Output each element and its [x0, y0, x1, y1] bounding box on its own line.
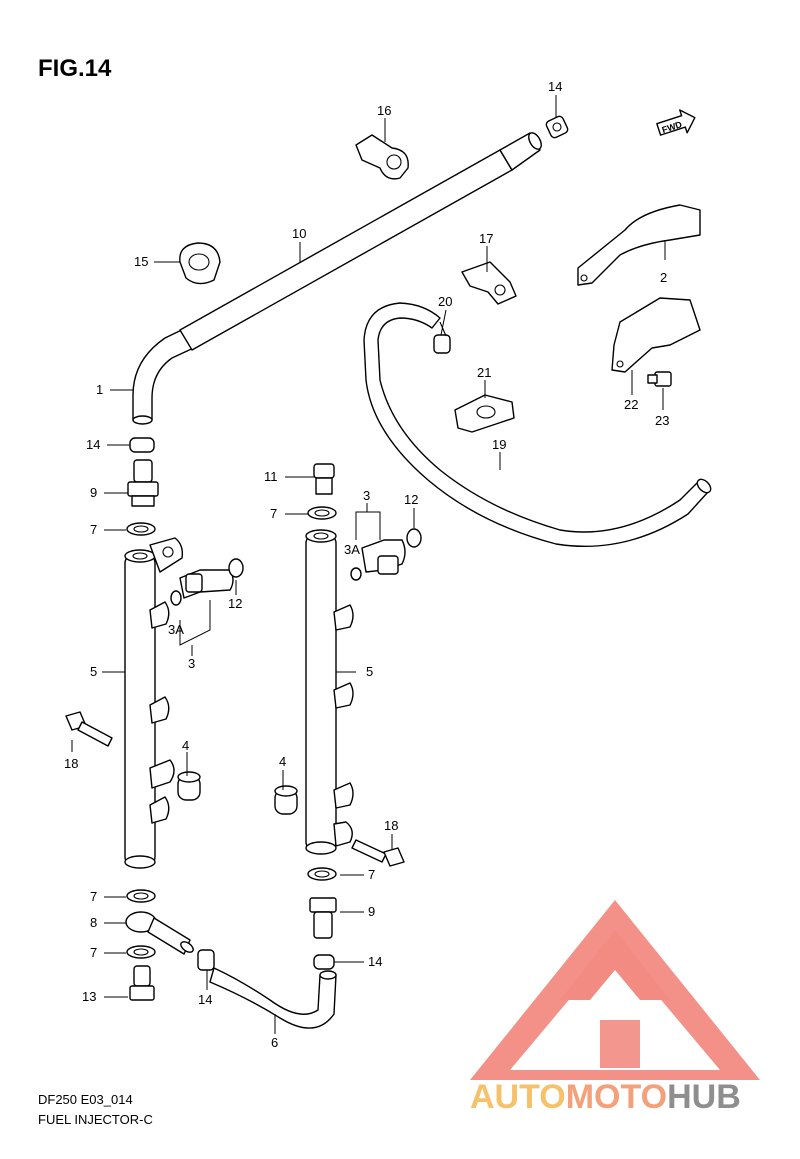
callout-11: 11	[264, 469, 278, 484]
part-9-union-right	[309, 897, 337, 939]
part-22-bracket	[611, 297, 701, 373]
callout-1: 1	[96, 382, 103, 397]
callout-13: 13	[82, 989, 96, 1004]
callout-9-left: 9	[90, 485, 97, 500]
callout-20: 20	[438, 294, 452, 309]
watermark-brand-auto: AUTO	[470, 1078, 566, 1116]
callout-7-e: 7	[368, 867, 375, 882]
part-7-gasket-a	[126, 522, 156, 536]
part-5-fuel-rail-right	[305, 529, 354, 855]
callout-4-right: 4	[279, 754, 286, 769]
part-14-hose-clip-left	[129, 437, 155, 453]
watermark-logo	[470, 900, 760, 1080]
part-18-bolt-left	[65, 711, 113, 747]
callout-12-left: 12	[228, 596, 242, 611]
part-19-return-hose	[363, 302, 712, 547]
part-14-hose-clip-right	[313, 954, 335, 970]
fwd-arrow-icon: FWD	[656, 109, 696, 136]
callout-12-right: 12	[404, 492, 418, 507]
callout-7-d: 7	[270, 506, 277, 521]
figure-title: FIG.14	[38, 55, 112, 82]
callout-9-right: 9	[368, 904, 375, 919]
part-14-hose-clip-bottom	[197, 949, 215, 971]
part-2-bracket	[577, 204, 701, 286]
callout-2: 2	[660, 270, 667, 285]
part-8-banjo-fitting	[125, 911, 194, 955]
part-12-cap-left	[228, 558, 244, 578]
callout-14-left: 14	[86, 437, 100, 452]
part-21-clamp	[454, 394, 515, 433]
part-23-bolt	[647, 371, 672, 387]
part-14-hose-clip-top	[545, 115, 569, 139]
part-10-fuel-hose	[179, 132, 542, 351]
callout-10: 10	[292, 226, 306, 241]
callout-22: 22	[624, 397, 638, 412]
callout-7-a: 7	[90, 522, 97, 537]
callout-21: 21	[477, 365, 491, 380]
callout-14-bottom: 14	[198, 992, 212, 1007]
callout-labels: 1 14 9 7 5 18 4 3A 3 12 7 8 7 13 14 6 15…	[64, 79, 669, 1050]
part-17-clamp	[461, 261, 517, 305]
part-12-cap-right	[406, 528, 422, 548]
leader-lines	[71, 95, 666, 1034]
callout-18-left: 18	[64, 756, 78, 771]
part-6-connecting-hose	[209, 967, 337, 1029]
callout-17: 17	[479, 231, 493, 246]
callout-18-right: 18	[384, 818, 398, 833]
callout-8: 8	[90, 915, 97, 930]
callout-19: 19	[492, 437, 506, 452]
part-7-gasket-e	[307, 867, 337, 881]
callout-6: 6	[271, 1035, 278, 1050]
callout-5-right: 5	[366, 664, 373, 679]
callout-3-right: 3	[363, 488, 370, 503]
callout-15: 15	[134, 254, 148, 269]
part-4-cushion-right	[274, 785, 298, 815]
footer-model-code: DF250 E03_014	[38, 1092, 133, 1107]
part-18-bolt-right	[351, 839, 405, 867]
part-5-fuel-rail-left	[124, 537, 184, 869]
part-7-gasket-b	[126, 889, 156, 903]
callout-3a-left: 3A	[168, 622, 184, 637]
watermark-brand-hub: HUB	[667, 1078, 741, 1116]
callout-23: 23	[655, 413, 669, 428]
callout-4-left: 4	[182, 738, 189, 753]
watermark-brand-moto: MOTO	[566, 1078, 667, 1116]
callout-14-top: 14	[548, 79, 562, 94]
part-3-injector-right	[350, 539, 406, 581]
callout-7-b: 7	[90, 889, 97, 904]
part-13-banjo-bolt	[129, 965, 155, 1001]
part-20-hose-clip	[433, 321, 451, 354]
part-4-cushion-left	[177, 771, 201, 801]
callout-3-left: 3	[188, 656, 195, 671]
callout-7-c: 7	[90, 945, 97, 960]
part-3-injector-left	[170, 569, 234, 606]
callout-14-right: 14	[368, 954, 382, 969]
callout-3a-right: 3A	[344, 542, 360, 557]
footer-caption: FUEL INJECTOR-C	[38, 1112, 153, 1127]
part-9-union-left	[127, 459, 159, 507]
part-7-gasket-c	[126, 945, 156, 959]
part-7-gasket-d	[307, 506, 337, 520]
callout-5-left: 5	[90, 664, 97, 679]
callout-16: 16	[377, 103, 391, 118]
watermark-brand: AUTOMOTOHUB	[470, 1078, 741, 1116]
part-16-hose-clamp	[355, 134, 409, 180]
part-15-hose-clamp	[179, 242, 221, 285]
part-11-plug-bolt	[313, 463, 335, 495]
